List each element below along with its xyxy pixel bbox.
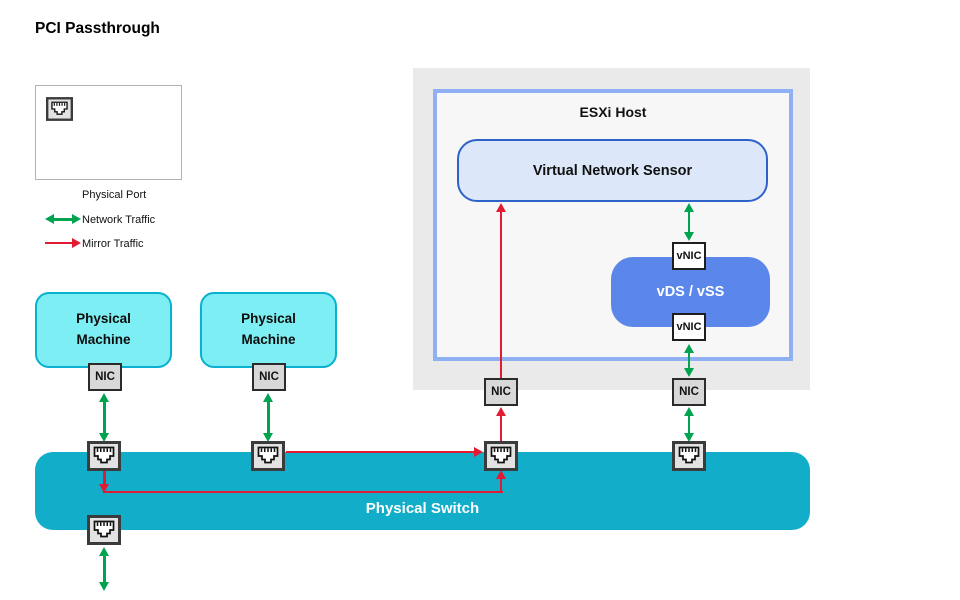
virtual-network-sensor-label: Virtual Network Sensor [532, 162, 693, 179]
mirror-traffic-arrow-icon [45, 237, 81, 249]
network-traffic-arrow-machine2 [263, 393, 274, 442]
nic-box-network: NIC [672, 378, 706, 406]
nic-box-machine-2: NIC [252, 363, 286, 391]
vnic-box-bottom: vNIC [672, 313, 706, 341]
machine-label-line2: Machine [76, 332, 131, 347]
nic-label: NIC [95, 371, 115, 383]
page-title: PCI Passthrough [35, 20, 160, 37]
physical-port-icon [46, 97, 73, 121]
mirror-traffic-line-bottom [103, 490, 503, 494]
network-traffic-arrow-machine1 [99, 393, 110, 442]
nic-box-mirror: NIC [484, 378, 518, 406]
vnic-label: vNIC [676, 250, 702, 262]
mirror-traffic-arrow-nic-sensor [495, 203, 507, 378]
mirror-traffic-arrow-port1-down [99, 470, 110, 493]
virtual-network-sensor-box: Virtual Network Sensor [457, 139, 768, 202]
machine-label-line1: Physical [76, 311, 131, 327]
machine-label-line1: Physical [241, 311, 296, 327]
switch-port-mirror-icon [484, 441, 518, 471]
network-traffic-arrow-sensor-vnic [683, 203, 695, 241]
legend-label-physical-port: Physical Port [82, 189, 147, 201]
switch-port-2-icon [251, 441, 285, 471]
physical-machine-2: Physical Machine [200, 292, 337, 368]
mirror-traffic-arrow-into-port3 [495, 470, 507, 492]
network-traffic-arrow-uplink [99, 547, 110, 591]
vnic-box-top: vNIC [672, 242, 706, 270]
network-traffic-arrow-vnic-nic [683, 344, 695, 377]
nic-label: NIC [491, 386, 511, 398]
switch-port-1-icon [87, 441, 121, 471]
physical-machine-1: Physical Machine [35, 292, 172, 368]
physical-switch-label: Physical Switch [365, 500, 480, 517]
machine-label-line2: Machine [241, 332, 296, 347]
network-traffic-arrow-nic-port [683, 407, 695, 442]
legend-label-network-traffic: Network Traffic [82, 214, 156, 226]
esxi-host-title: ESXi Host [579, 104, 647, 120]
legend: Physical Port Network Traffic Mirror Tra… [35, 85, 182, 250]
vnic-label: vNIC [676, 321, 702, 333]
switch-port-4-icon [672, 441, 706, 471]
nic-box-machine-1: NIC [88, 363, 122, 391]
vds-vss-label: vDS / vSS [656, 284, 725, 300]
nic-label: NIC [679, 386, 699, 398]
switch-port-uplink-icon [87, 515, 121, 545]
mirror-traffic-arrow-port3-nic [495, 407, 507, 442]
legend-label-mirror-traffic: Mirror Traffic [82, 237, 144, 250]
network-traffic-arrow-icon [45, 214, 81, 225]
nic-label: NIC [259, 371, 279, 383]
mirror-traffic-arrow-port2-port3 [286, 446, 483, 458]
